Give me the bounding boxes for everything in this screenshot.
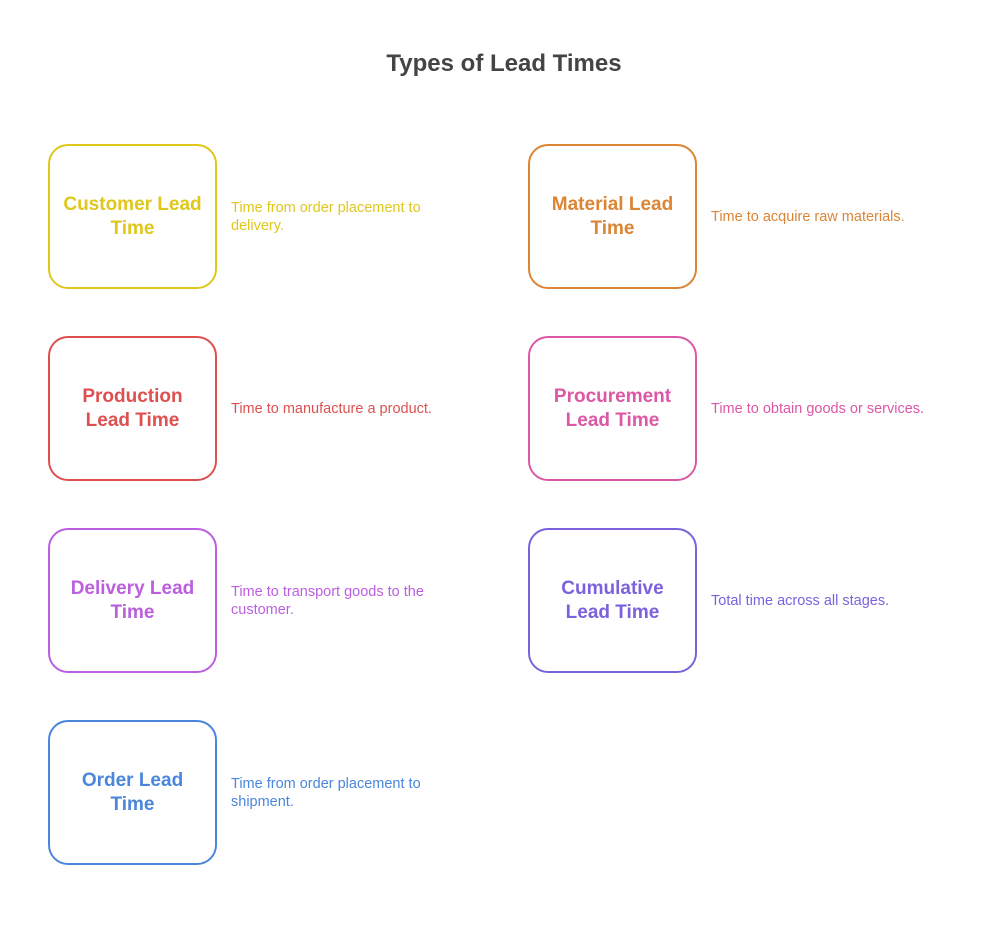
cumulative-lead-time-description: Total time across all stages.: [711, 592, 890, 609]
production-lead-time-box: Production Lead Time: [48, 336, 217, 481]
cumulative-lead-time-label: Cumulative Lead Time: [561, 577, 664, 623]
procurement-lead-time-description: Time to obtain goods or services.: [711, 400, 925, 417]
procurement-lead-time-box: Procurement Lead Time: [528, 336, 697, 481]
customer-lead-time-description: Time from order placement to delivery.: [231, 199, 421, 234]
lead-time-customer: Customer Lead Time Time from order place…: [48, 144, 488, 290]
lead-time-cumulative: Cumulative Lead Time Total time across a…: [528, 528, 968, 674]
material-lead-time-label: Material Lead Time: [551, 193, 674, 239]
customer-lead-time-label: Customer Lead Time: [63, 193, 202, 239]
delivery-lead-time-label: Delivery Lead Time: [70, 577, 195, 623]
material-lead-time-box: Material Lead Time: [528, 144, 697, 289]
lead-time-production: Production Lead Time Time to manufacture…: [48, 336, 488, 482]
order-lead-time-description: Time from order placement to shipment.: [231, 775, 421, 810]
lead-time-procurement: Procurement Lead Time Time to obtain goo…: [528, 336, 968, 482]
order-lead-time-label: Order Lead Time: [81, 769, 184, 815]
material-lead-time-description: Time to acquire raw materials.: [711, 208, 905, 225]
cumulative-lead-time-box: Cumulative Lead Time: [528, 528, 697, 673]
lead-time-material: Material Lead Time Time to acquire raw m…: [528, 144, 968, 290]
diagram-title: Types of Lead Times: [386, 50, 622, 77]
delivery-lead-time-box: Delivery Lead Time: [48, 528, 217, 673]
order-lead-time-box: Order Lead Time: [48, 720, 217, 865]
customer-lead-time-box: Customer Lead Time: [48, 144, 217, 289]
production-lead-time-label: Production Lead Time: [82, 385, 183, 431]
lead-time-order: Order Lead Time Time from order placemen…: [48, 720, 488, 866]
lead-time-delivery: Delivery Lead Time Time to transport goo…: [48, 528, 488, 674]
delivery-lead-time-description: Time to transport goods to the customer.: [231, 583, 424, 618]
production-lead-time-description: Time to manufacture a product.: [231, 400, 432, 417]
procurement-lead-time-label: Procurement Lead Time: [553, 385, 672, 431]
